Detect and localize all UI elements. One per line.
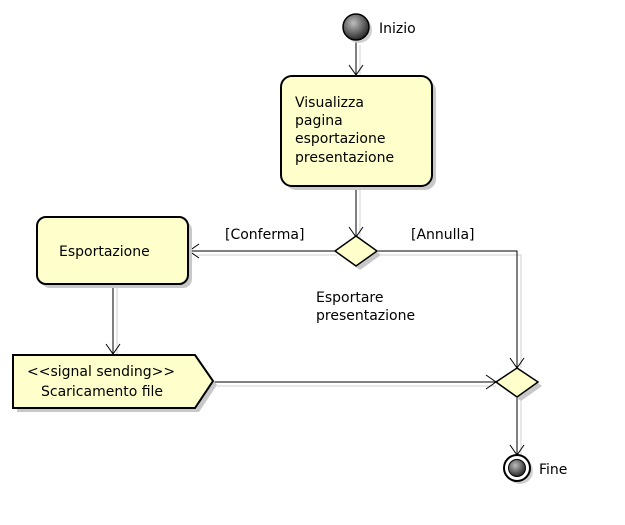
edge-shadows [116,45,522,455]
decision-node[interactable] [333,235,379,267]
action-view-line: Visualizza [295,95,364,111]
guard-cancel-label: [Annulla] [411,227,474,243]
end-label: Fine [539,462,567,478]
decision-label: Esportare presentazione [316,290,415,324]
start-node[interactable] [342,13,370,41]
signal-node[interactable] [12,354,215,409]
decision-label-line: Esportare [316,290,383,306]
guard-confirm-label: [Conferma] [225,227,304,243]
signal-label: <<signal sending>> Scaricamento file [27,364,180,400]
action-view-line: presentazione [295,150,394,166]
action-view-node[interactable] [280,75,433,187]
start-label: Inizio [379,21,416,37]
action-view-line: pagina [295,113,343,129]
action-view-line: esportazione [295,131,385,147]
signal-name: Scaricamento file [41,384,163,400]
end-node-inner [508,459,526,477]
action-export-node[interactable] [36,216,189,285]
decision-label-line: presentazione [316,308,415,324]
signal-stereotype: <<signal sending>> [27,364,175,380]
edge-decision-to-merge [378,250,518,368]
action-view-label: Visualizza pagina esportazione presentaz… [295,95,394,166]
action-export-label: Esportazione [59,244,150,260]
merge-node[interactable] [494,367,540,398]
